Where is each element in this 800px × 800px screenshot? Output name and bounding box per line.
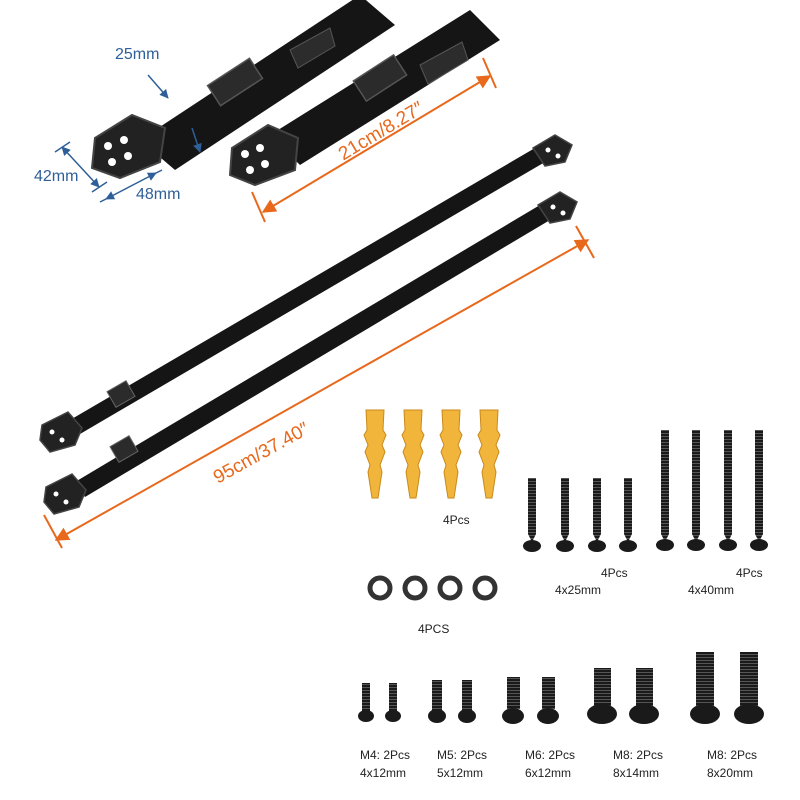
wood-screw-icon: [523, 478, 637, 552]
wood-screw-icon: [656, 430, 768, 551]
wood-screws-long-size: 4x40mm: [688, 583, 735, 597]
orange-dimension-lines: [43, 57, 595, 549]
wood-screws-short-size: 4x25mm: [555, 583, 602, 597]
m8-long-qty: M8: 2Pcs: [707, 748, 758, 762]
wood-screws-short-qty: 4Pcs: [601, 566, 628, 580]
m6-size: 6x12mm: [525, 766, 572, 780]
wall-anchor-icon: [363, 409, 501, 499]
m5-qty: M5: 2Pcs: [437, 748, 488, 762]
washers-qty: 4PCS: [418, 622, 450, 636]
long-strap-2: [43, 191, 578, 515]
m8-short-size: 8x14mm: [613, 766, 660, 780]
m4-qty: M4: 2Pcs: [360, 748, 411, 762]
m8-short-qty: M8: 2Pcs: [613, 748, 664, 762]
anchors-qty: 4Pcs: [443, 513, 470, 527]
bracket-width-label: 48mm: [136, 186, 181, 203]
strap-width-label: 25mm: [115, 46, 160, 63]
blue-dimension-lines: [54, 74, 202, 203]
bracket-height-label: 42mm: [34, 168, 79, 185]
machine-screw-icon: [358, 652, 764, 724]
m6-qty: M6: 2Pcs: [525, 748, 576, 762]
m8-long-size: 8x20mm: [707, 766, 754, 780]
washer-icon: [367, 575, 498, 601]
m5-size: 5x12mm: [437, 766, 484, 780]
m4-size: 4x12mm: [360, 766, 407, 780]
wood-screws-long-qty: 4Pcs: [736, 566, 763, 580]
